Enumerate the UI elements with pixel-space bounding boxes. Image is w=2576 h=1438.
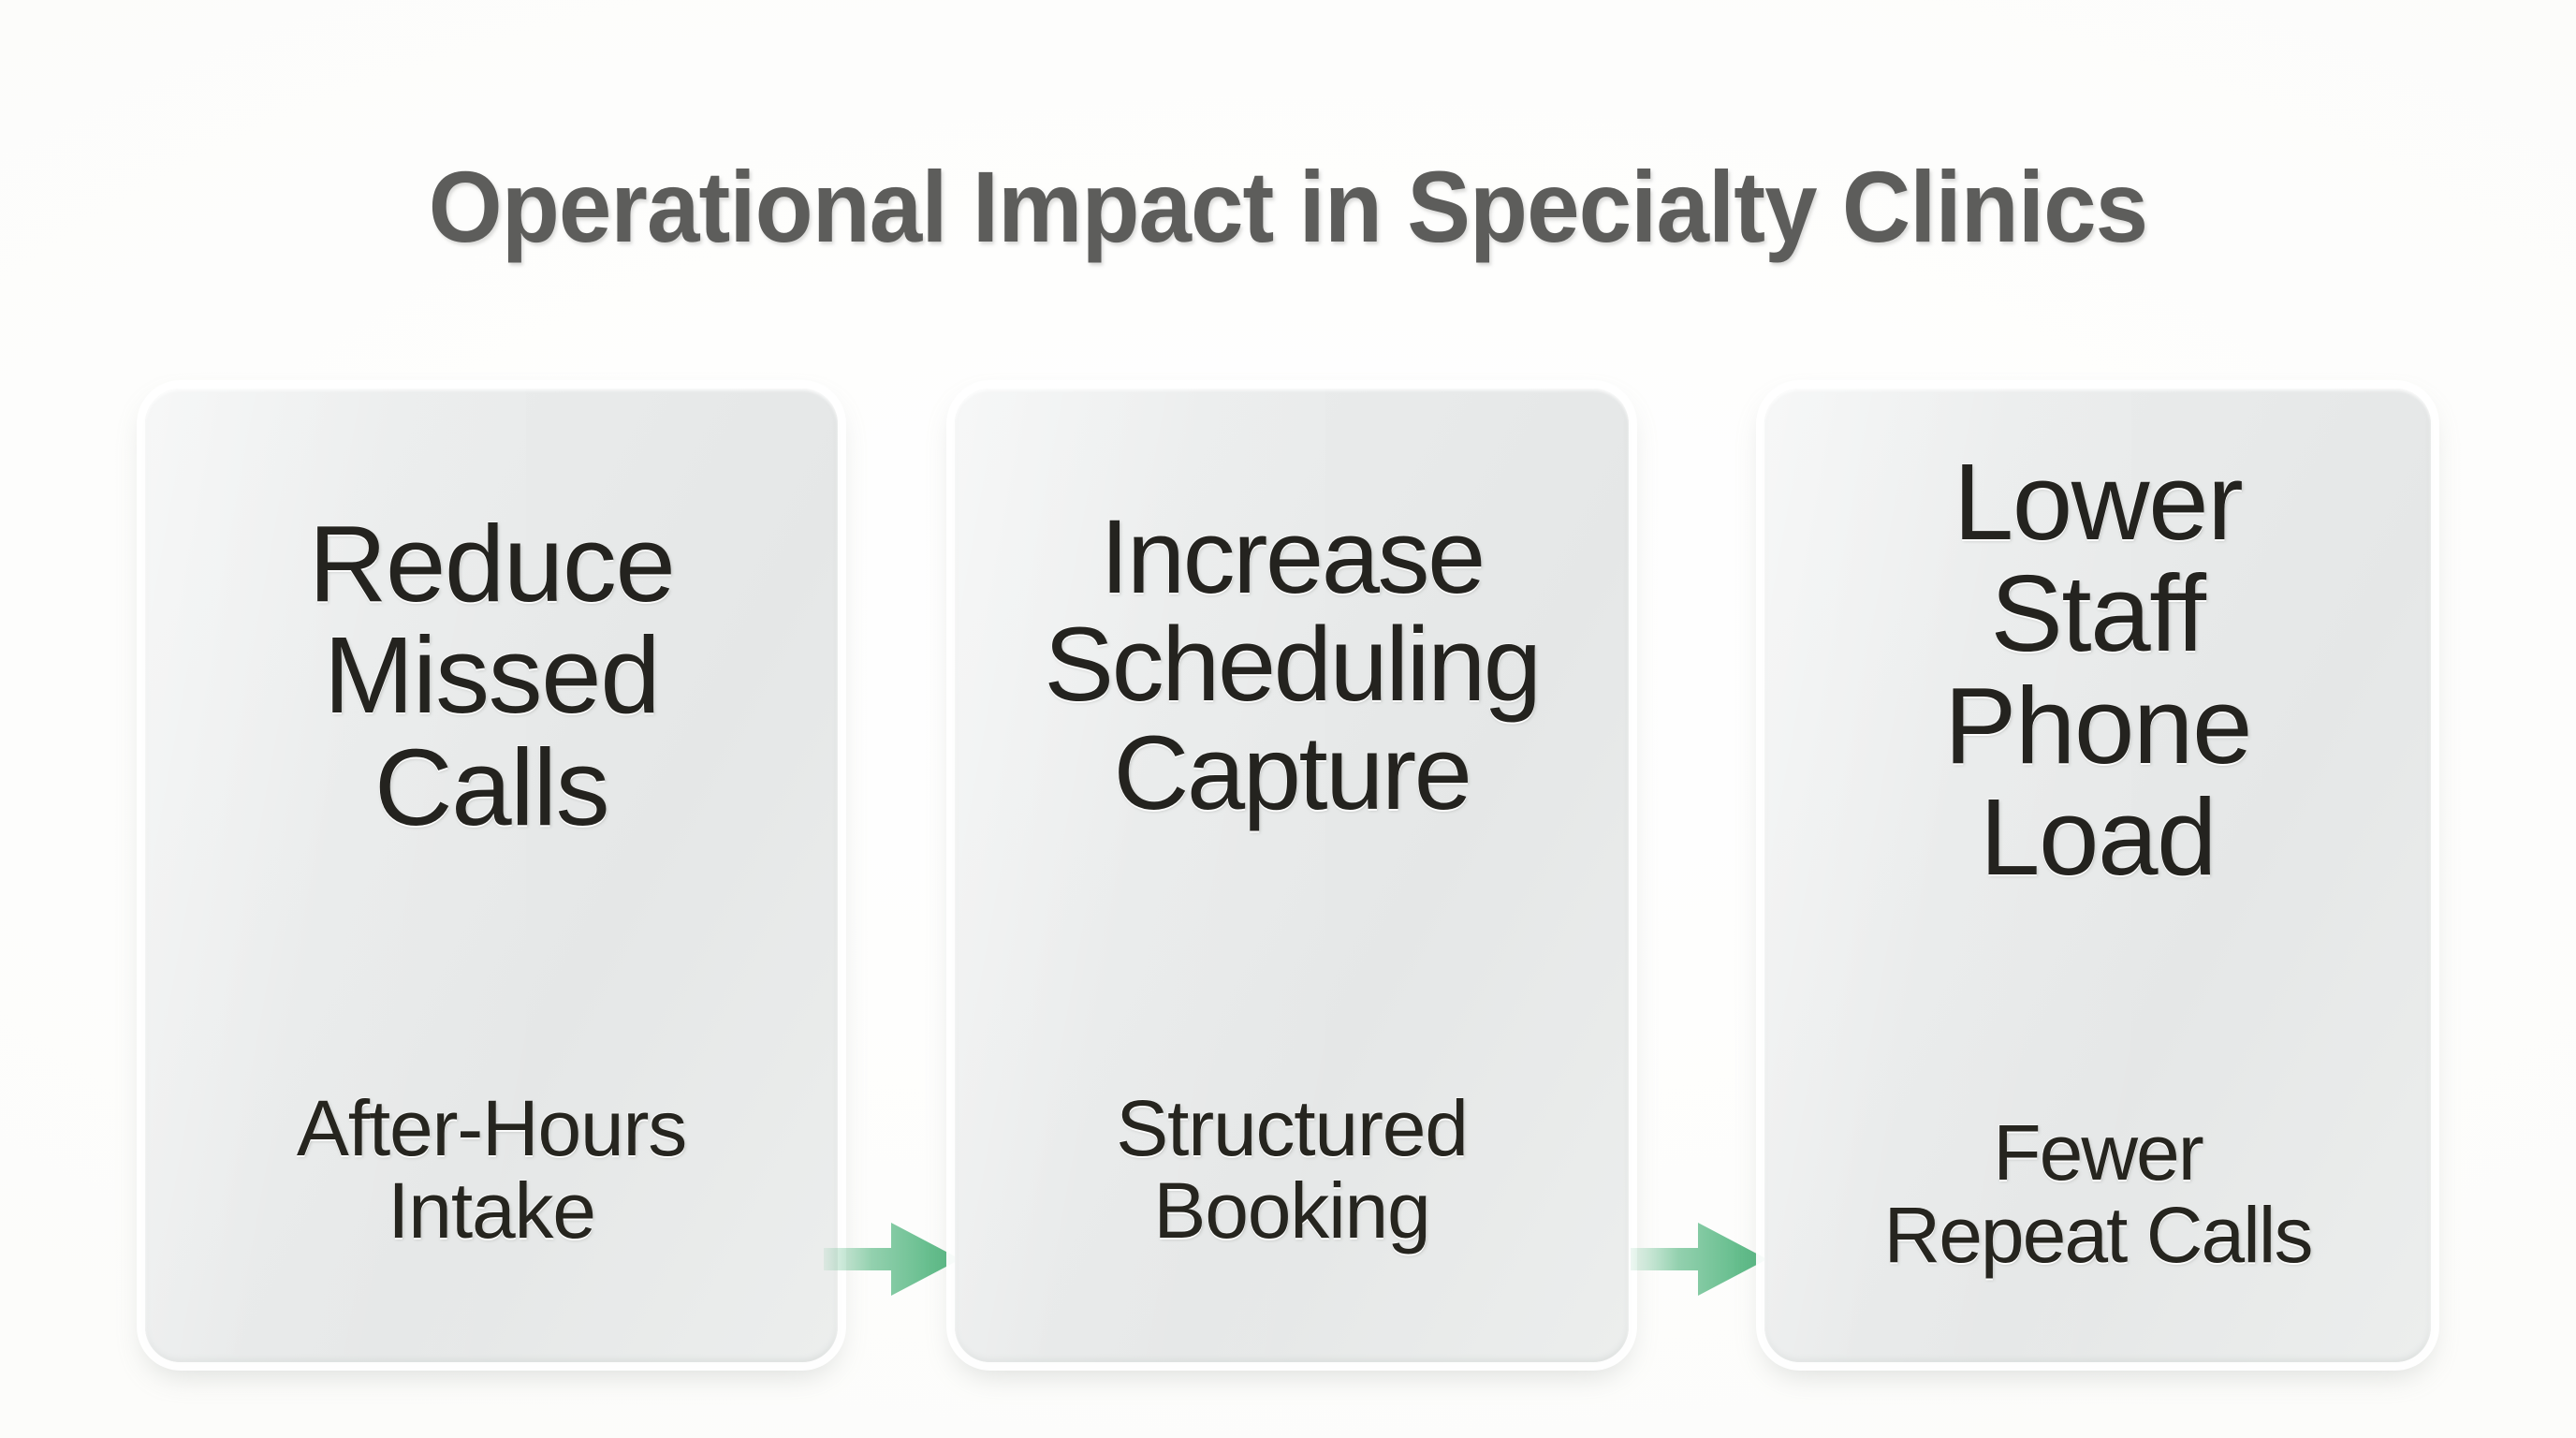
flow-card-3-headline: Lower Staff Phone Load bbox=[1944, 441, 2252, 899]
flow-card-2-subtitle: Structured Booking bbox=[1116, 1084, 1469, 1255]
process-flow: Reduce Missed Calls After-Hours Intake I… bbox=[0, 389, 2576, 1367]
flow-card-2-headline: Increase Scheduling Capture bbox=[1044, 498, 1542, 831]
flow-card-2-content: Increase Scheduling Capture Structured B… bbox=[955, 389, 1629, 1362]
flow-card-3[interactable]: Lower Staff Phone Load Fewer Repeat Call… bbox=[1764, 389, 2431, 1362]
flow-card-1[interactable]: Reduce Missed Calls After-Hours Intake bbox=[145, 389, 838, 1362]
flow-card-1-subtitle: After-Hours Intake bbox=[296, 1084, 687, 1255]
flow-card-3-subtitle: Fewer Repeat Calls bbox=[1883, 1108, 2314, 1279]
arrow-right-icon-1 bbox=[824, 1220, 960, 1299]
flow-card-3-content: Lower Staff Phone Load Fewer Repeat Call… bbox=[1764, 389, 2431, 1362]
arrow-right-icon-2 bbox=[1631, 1220, 1767, 1299]
flow-card-1-headline: Reduce Missed Calls bbox=[308, 503, 676, 848]
flow-card-2[interactable]: Increase Scheduling Capture Structured B… bbox=[955, 389, 1629, 1362]
flow-card-1-content: Reduce Missed Calls After-Hours Intake bbox=[145, 389, 838, 1362]
page-title: Operational Impact in Specialty Clinics bbox=[428, 150, 2148, 263]
